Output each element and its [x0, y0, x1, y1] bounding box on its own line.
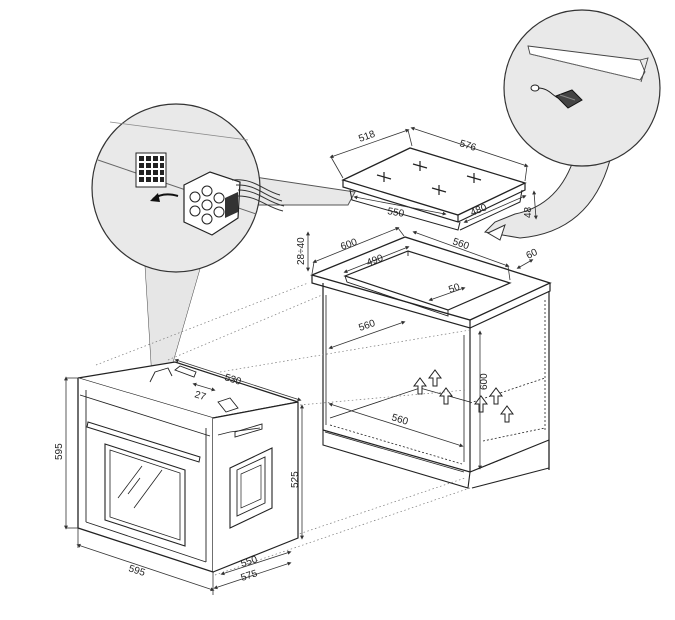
- countertop-rear-gap-label: 60: [525, 247, 540, 262]
- hob-width-label: 518: [357, 129, 377, 145]
- oven-depth-total-label: 575: [240, 568, 260, 584]
- hob-height-label: 48: [523, 206, 534, 218]
- insert-arrow-icon: [150, 193, 179, 202]
- countertop-clearance-label: 28÷40: [296, 237, 307, 265]
- oven-top-offset-label: 27: [193, 389, 207, 403]
- plug-connector-icon: [183, 171, 285, 236]
- oven-body-height-label: 525: [290, 471, 301, 488]
- hob-dimensions: [329, 126, 538, 223]
- cabinet-dimensions: [306, 227, 534, 470]
- countertop-depth-label: 560: [451, 236, 471, 252]
- countertop-width-label: 600: [339, 237, 359, 253]
- airflow-arrow-icons: [413, 369, 514, 423]
- oven-dimensions: [64, 358, 304, 595]
- connector-detail-callout: [91, 103, 356, 376]
- countertop-front-offset-label: 50: [447, 282, 462, 296]
- oven-depth-label: 530: [223, 372, 243, 388]
- cabinet-height-label: 600: [479, 373, 490, 390]
- cabinet-inner-width-label: 560: [357, 318, 377, 334]
- oven-depth-inner-label: 550: [240, 554, 260, 570]
- socket-grid-icon: [135, 152, 167, 188]
- cabinet-bottom-width-label: 560: [390, 412, 410, 428]
- oven-width-label: 595: [127, 563, 147, 579]
- cable-detail-callout: [483, 9, 661, 241]
- cabinet-drawing: [310, 236, 552, 489]
- hob-drawing: [341, 147, 527, 231]
- hob-cutout-width-label: 550: [386, 206, 405, 220]
- oven-drawing: [77, 361, 299, 573]
- cable-plug-icon: [530, 84, 583, 109]
- hob-depth-label: 576: [458, 138, 478, 154]
- oven-height-label: 595: [54, 443, 65, 460]
